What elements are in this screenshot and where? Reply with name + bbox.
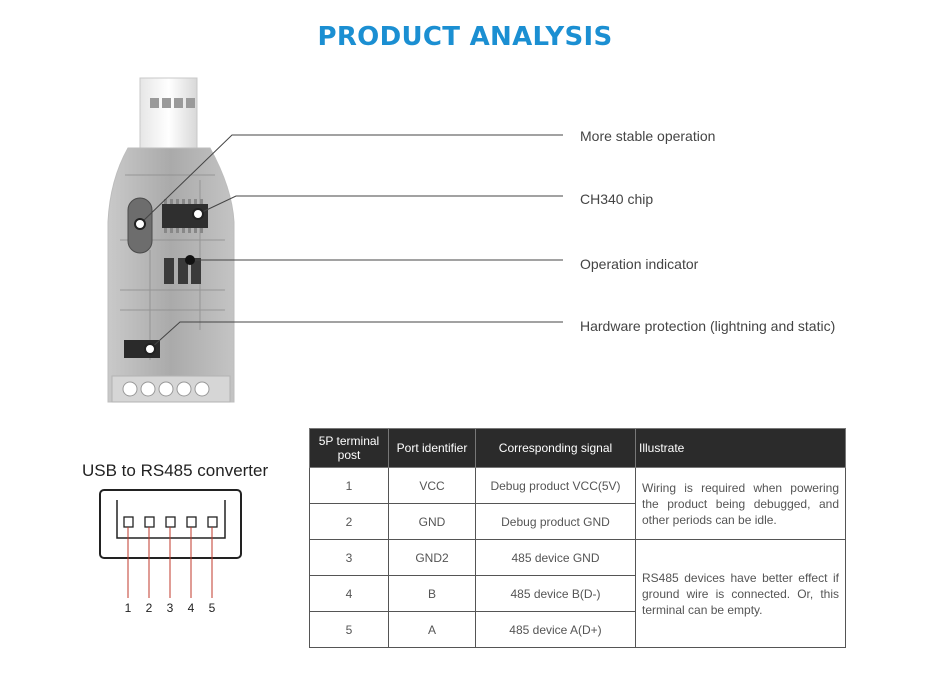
cell-post: 4 [309, 575, 389, 612]
cell-post: 5 [309, 611, 389, 648]
terminal-spec-table: 5P terminal post Port identifier Corresp… [309, 428, 846, 648]
callout-hardware-protection: Hardware protection (lightning and stati… [580, 318, 836, 334]
pin-4 [186, 516, 197, 528]
pin-number-1: 1 [124, 601, 132, 615]
cell-signal: Debug product VCC(5V) [475, 467, 636, 504]
cell-port: A [388, 611, 476, 648]
table-row: 4 B 485 device B(D-) [309, 575, 846, 612]
header-illustrate: Illustrate [635, 428, 846, 468]
header-port-identifier: Port identifier [388, 428, 476, 468]
cell-post: 1 [309, 467, 389, 504]
table-row: 3 GND2 485 device GND RS485 devices have… [309, 539, 846, 648]
table-row: 1 VCC Debug product VCC(5V) Wiring is re… [309, 467, 846, 540]
pin-2 [144, 516, 155, 528]
page-title: PRODUCT ANALYSIS [317, 22, 613, 52]
cell-post: 3 [309, 539, 389, 576]
callout-stable-operation: More stable operation [580, 128, 716, 144]
cell-note-power: Wiring is required when powering the pro… [635, 467, 846, 540]
header-terminal-post: 5P terminal post [309, 428, 389, 468]
cell-signal: 485 device A(D+) [475, 611, 636, 648]
callout-dot-stable [134, 218, 146, 230]
table-header-row: 5P terminal post Port identifier Corresp… [309, 428, 846, 468]
pin-5 [207, 516, 218, 528]
callout-dot-indicator [185, 255, 195, 265]
terminal-connector-diagram [99, 489, 242, 598]
table-row: 5 A 485 device A(D+) [309, 611, 846, 648]
cell-port: VCC [388, 467, 476, 504]
pin-3 [165, 516, 176, 528]
pin-number-2: 2 [145, 601, 153, 615]
callout-dot-chip [192, 208, 204, 220]
table-row: 2 GND Debug product GND [309, 503, 846, 540]
pin-number-4: 4 [187, 601, 195, 615]
pin-number-3: 3 [166, 601, 174, 615]
cell-note-rs485: RS485 devices have better effect if grou… [635, 539, 846, 648]
callout-ch340-chip: CH340 chip [580, 191, 654, 207]
cell-post: 2 [309, 503, 389, 540]
cell-port: GND [388, 503, 476, 540]
converter-title: USB to RS485 converter [82, 461, 269, 480]
callout-dot-protection [144, 343, 156, 355]
cell-port: GND2 [388, 539, 476, 576]
cell-signal: 485 device GND [475, 539, 636, 576]
cell-port: B [388, 575, 476, 612]
callout-operation-indicator: Operation indicator [580, 256, 699, 272]
cell-signal: 485 device B(D-) [475, 575, 636, 612]
header-corresponding-signal: Corresponding signal [475, 428, 636, 468]
cell-signal: Debug product GND [475, 503, 636, 540]
usb-converter-device-illustration [107, 77, 563, 403]
pin-number-5: 5 [208, 601, 216, 615]
pin-1 [123, 516, 134, 528]
